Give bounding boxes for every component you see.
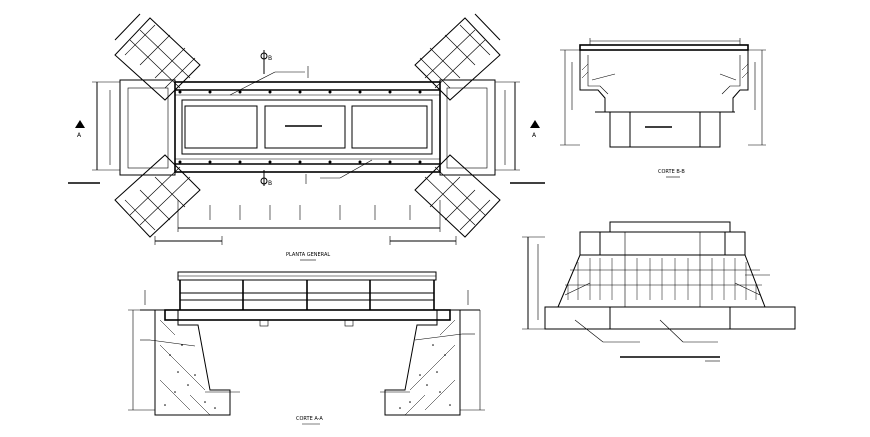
plan-wingwall-upper-left xyxy=(114,13,201,101)
plan-deck-inner xyxy=(181,99,433,155)
elevation-view xyxy=(522,221,796,362)
svg-text:B: B xyxy=(268,180,272,187)
aa-abutment-right xyxy=(384,309,480,416)
section-mark-a-left: A xyxy=(75,120,85,139)
plan-panel-left xyxy=(184,105,258,149)
section-aa-view: CORTE A-A xyxy=(128,271,485,425)
bb-lower-box xyxy=(609,111,721,148)
svg-text:A: A xyxy=(532,132,537,139)
caption-planta-general: PLANTA GENERAL xyxy=(286,252,330,258)
elev-embankment xyxy=(557,254,766,308)
aa-deck-slab xyxy=(164,309,451,321)
bb-deck xyxy=(579,44,749,51)
section-bb-view: CORTE B-B xyxy=(560,38,766,178)
plan-panel-center xyxy=(264,105,346,149)
caption-corte-aa: CORTE A-A xyxy=(296,416,323,422)
plan-wingwall-lower-right xyxy=(414,154,501,238)
plan-abutment-left xyxy=(119,79,176,176)
section-mark-a-right: A xyxy=(530,120,540,139)
plan-abutment-right xyxy=(439,79,496,176)
aa-abutment-left xyxy=(140,309,231,416)
svg-text:A: A xyxy=(77,132,82,139)
svg-text:B: B xyxy=(268,55,272,62)
caption-corte-bb: CORTE B-B xyxy=(658,169,685,175)
section-mark-b-top: B xyxy=(260,50,272,74)
plan-deck-outline xyxy=(174,81,441,173)
plan-wingwall-upper-right xyxy=(414,13,501,101)
plan-panel-right xyxy=(351,105,428,149)
section-mark-b-bottom: B xyxy=(260,170,272,187)
plan-view: A A B B PLANTA GENERAL xyxy=(68,13,545,261)
plan-wingwall-lower-left xyxy=(114,154,201,238)
